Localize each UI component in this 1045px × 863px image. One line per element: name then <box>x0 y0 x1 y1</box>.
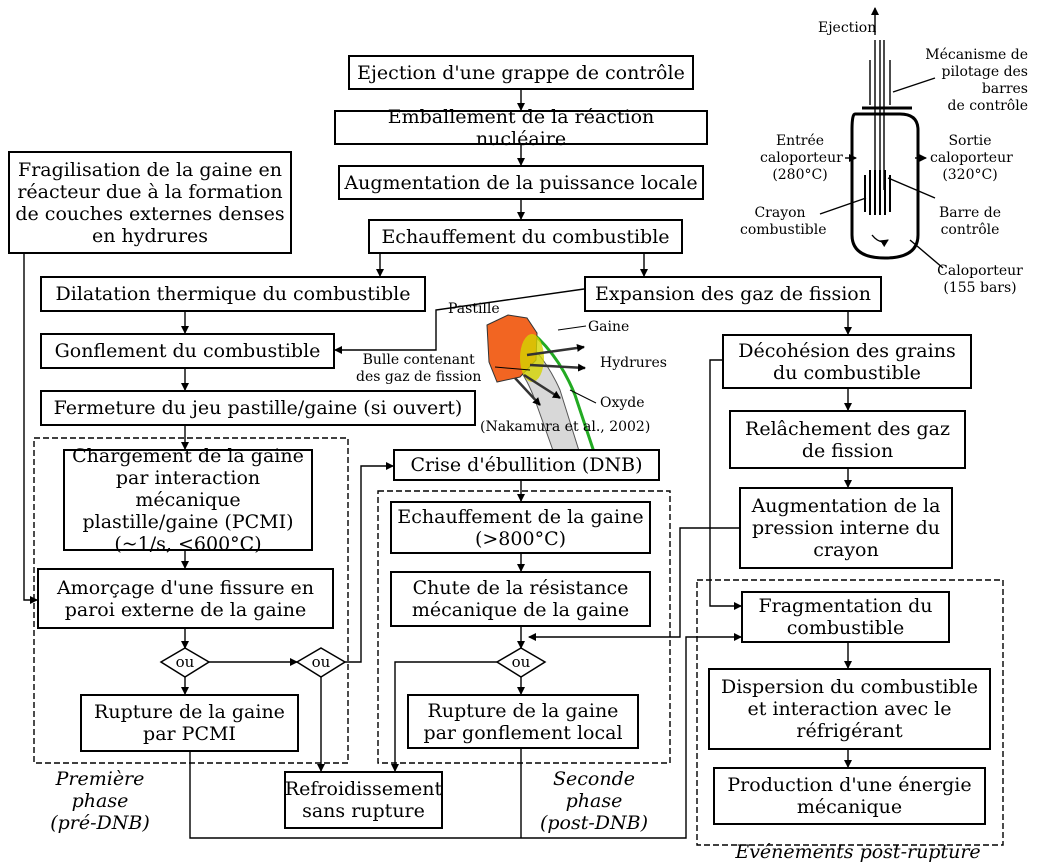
pellet-pastille-label: Pastille <box>448 301 500 317</box>
pellet-gaine-label: Gaine <box>588 319 630 335</box>
box-fragmentation: Fragmentation du combustible <box>741 591 950 643</box>
box-chute-resistance: Chute de la résistance mécanique de la g… <box>390 571 651 627</box>
box-decohesion: Décohésion des grains du combustible <box>722 334 972 389</box>
post-rupture-label: Evénements post-rupture <box>735 841 981 863</box>
box-production: Production d'une énergie mécanique <box>713 767 986 825</box>
box-dispersion: Dispersion du combustible et interaction… <box>708 668 991 750</box>
box-fragilisation: Fragilisation de la gaine en réacteur du… <box>8 151 292 254</box>
or-gate-3-label: ou <box>511 653 531 671</box>
reactor-ejection-label: Ejection <box>818 20 877 36</box>
pellet-hydrures-label: Hydrures <box>600 355 667 371</box>
box-ejection: Ejection d'une grappe de contrôle <box>348 55 694 90</box>
reactor-figure <box>819 7 944 269</box>
post-rupture-frame <box>696 579 1004 846</box>
reactor-caloporteur-label: Caloporteur(155 bars) <box>937 263 1023 296</box>
box-expansion-gaz: Expansion des gaz de fission <box>584 276 882 312</box>
box-amorcage: Amorçage d'une fissure en paroi externe … <box>37 568 334 629</box>
box-echauffement-combustible: Echauffement du combustible <box>368 219 683 254</box>
premiere-phase-frame <box>33 437 349 764</box>
box-gonflement: Gonflement du combustible <box>40 333 335 369</box>
seconde-phase-frame <box>377 490 671 764</box>
box-augmentation-puissance: Augmentation de la puissance locale <box>338 165 704 200</box>
or-gate-2-label: ou <box>311 653 331 671</box>
pellet-figure <box>486 314 602 471</box>
box-augmentation-pression: Augmentation de la pression interne du c… <box>739 487 953 569</box>
or-gate-3 <box>495 647 547 678</box>
premiere-phase-label: Première phase(pré-DNB) <box>50 768 150 834</box>
or-gate-1 <box>159 647 211 678</box>
box-chargement: Chargement de la gaine par interaction m… <box>63 445 313 555</box>
or-gate-1-label: ou <box>175 653 195 671</box>
box-rupture-gonflement: Rupture de la gaine par gonflement local <box>407 694 639 749</box>
box-echauffement-gaine: Echauffement de la gaine (>800°C) <box>390 501 651 554</box>
box-relachement: Relâchement des gaz de fission <box>729 410 966 469</box>
or-gate-2 <box>295 647 347 678</box>
box-crise-ebullition: Crise d'ébullition (DNB) <box>393 449 660 481</box>
pellet-oxyde-label: Oxyde <box>600 395 645 411</box>
box-fermeture: Fermeture du jeu pastille/gaine (si ouve… <box>40 390 476 426</box>
box-dilatation: Dilatation thermique du combustible <box>40 276 426 312</box>
box-refroidissement: Refroidissement sans rupture <box>284 771 443 829</box>
seconde-phase-label: Seconde phase(post-DNB) <box>539 768 649 834</box>
pellet-citation: (Nakamura et al., 2002) <box>480 419 651 435</box>
box-emballement: Emballement de la réaction nucléaire <box>334 106 708 150</box>
box-rupture-pcmi: Rupture de la gaine par PCMI <box>80 694 299 752</box>
